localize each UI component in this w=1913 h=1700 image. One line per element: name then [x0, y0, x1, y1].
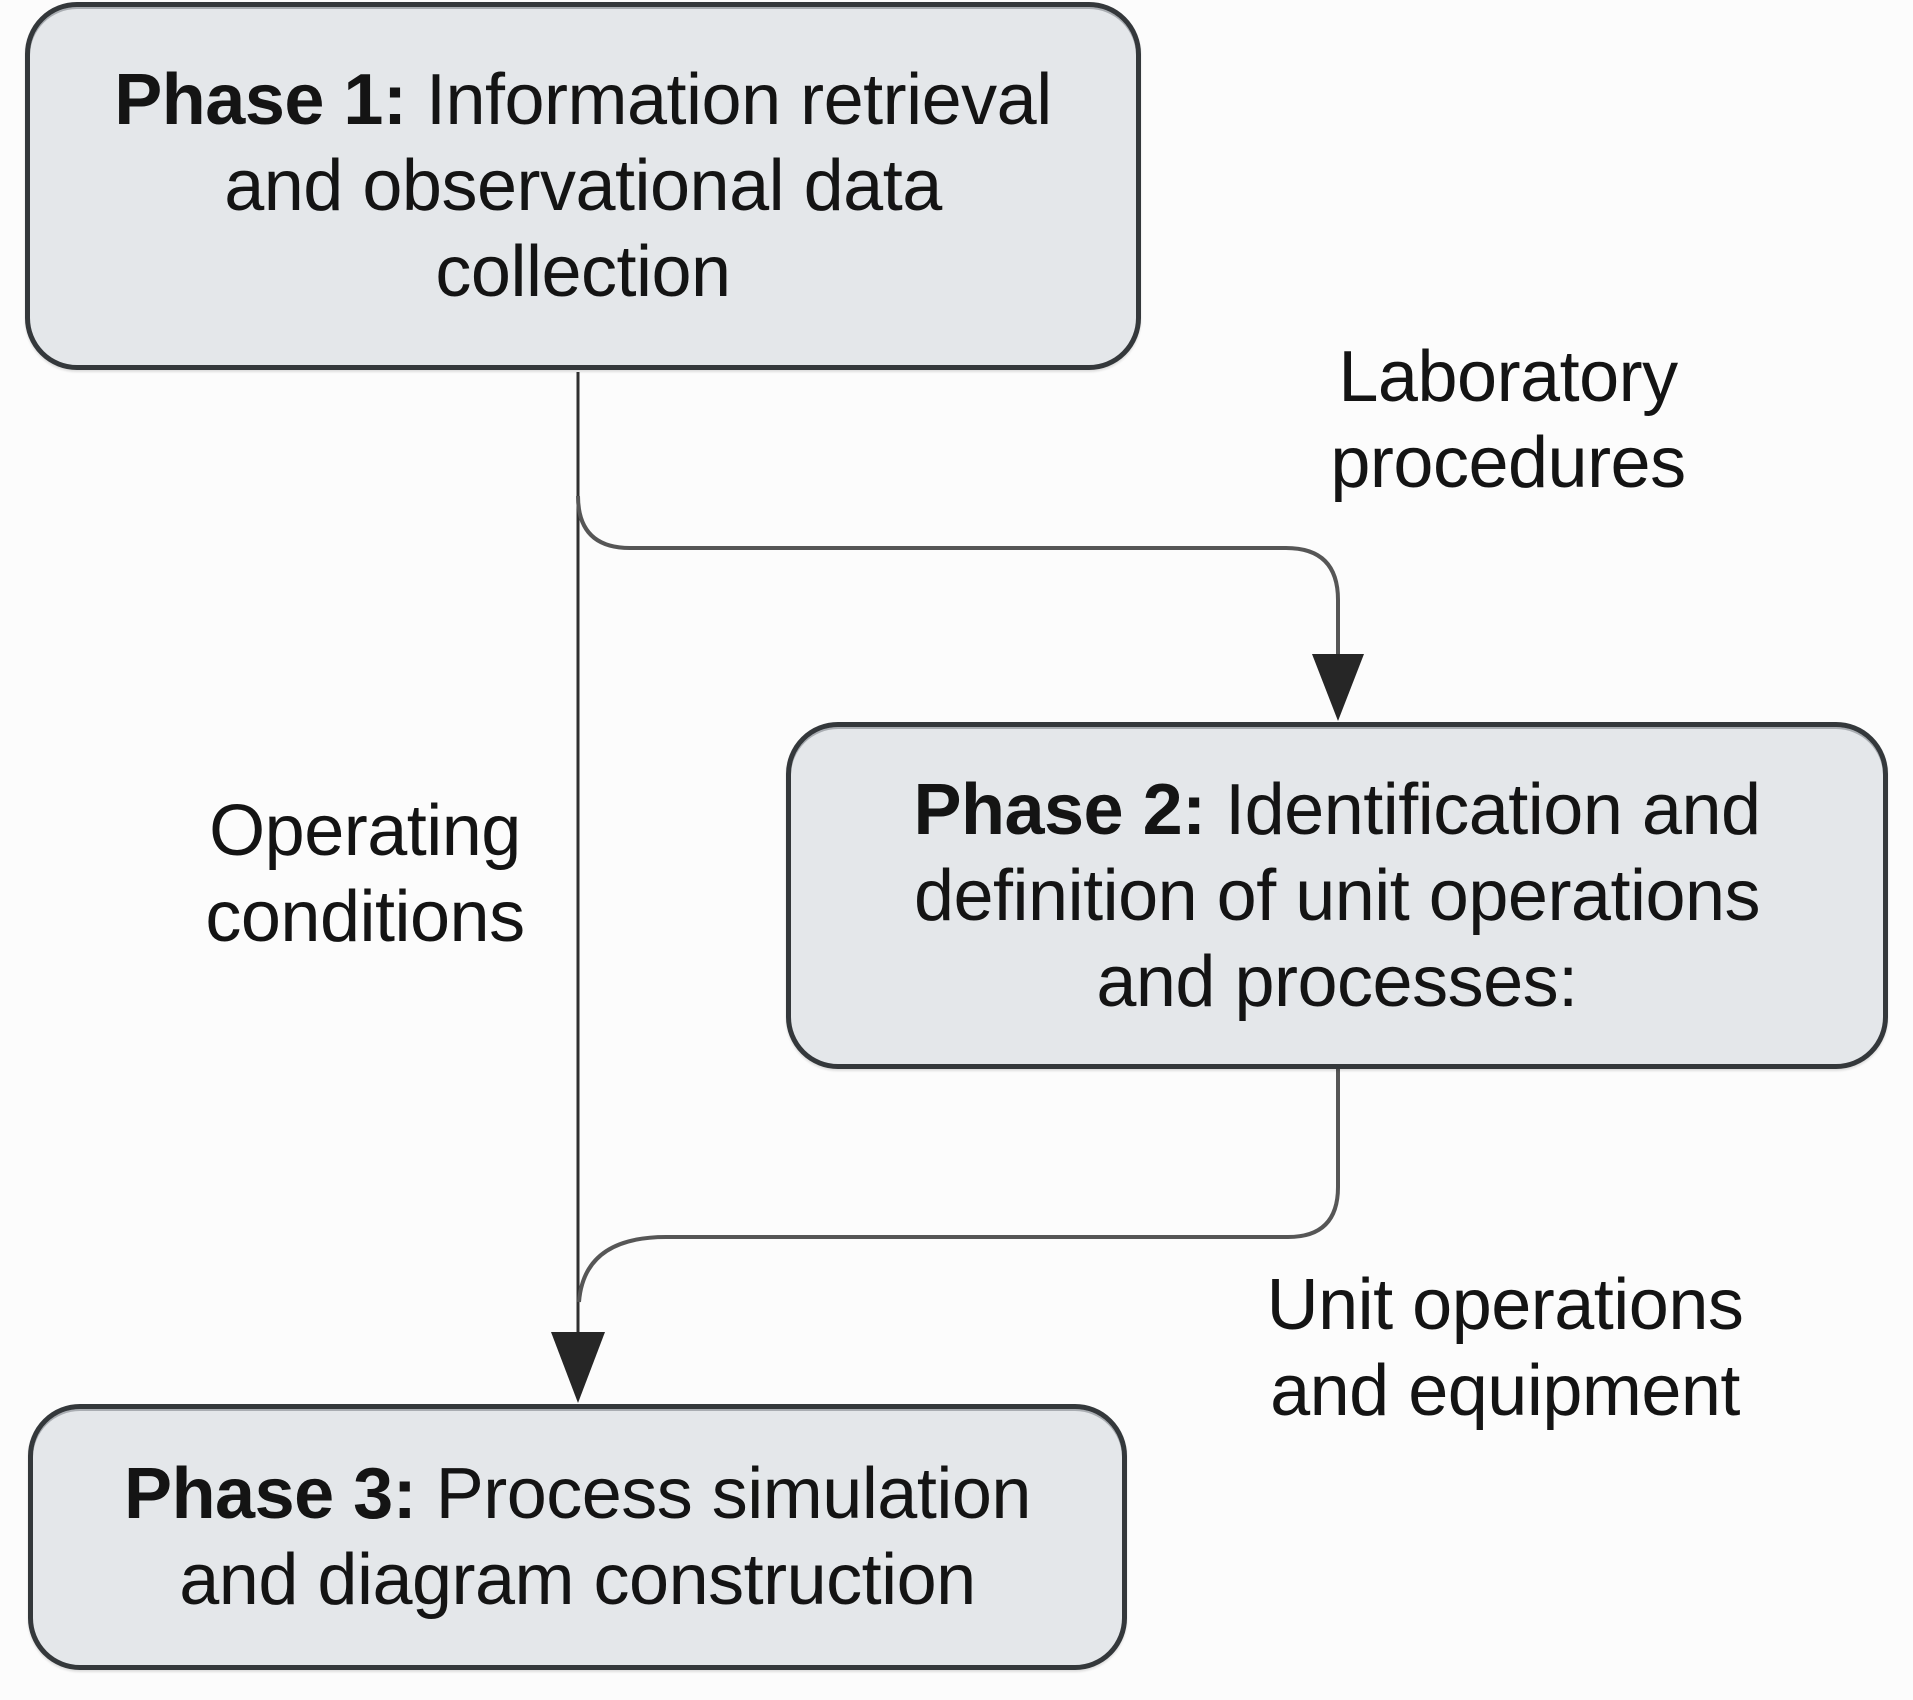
laboratory-label-line2: procedures	[1330, 423, 1686, 503]
phase1-line2: and observational data	[224, 146, 942, 226]
arrowhead-into-phase2	[1312, 654, 1364, 721]
arrowhead-into-phase3	[551, 1332, 605, 1403]
edge-phase2-phase3	[577, 1069, 1340, 1303]
phase3-line1: Process simulation	[416, 1454, 1032, 1534]
phase2-line1: Identification and	[1205, 769, 1761, 850]
phase3-line2: and diagram construction	[179, 1540, 976, 1620]
operating-label-line1: Operating	[209, 791, 521, 871]
phase1-node-text: Phase 1: Information retrieval and obser…	[114, 57, 1052, 315]
phase1-line1: Information retrieval	[406, 60, 1052, 140]
edge-label-operating-conditions: Operating conditions	[115, 788, 615, 960]
unit-label-line2: and equipment	[1270, 1351, 1740, 1431]
phase1-line3: collection	[435, 232, 731, 312]
phase2-prefix: Phase 2:	[913, 769, 1206, 850]
phase1-prefix: Phase 1:	[114, 60, 407, 140]
edge-label-laboratory-procedures: Laboratory procedures	[1258, 334, 1758, 506]
phase2-line3: and processes:	[1096, 941, 1578, 1022]
edge-label-unit-operations-equipment: Unit operations and equipment	[1255, 1262, 1755, 1434]
unit-label-line1: Unit operations	[1266, 1265, 1744, 1345]
phase3-node-text: Phase 3: Process simulation and diagram …	[124, 1451, 1031, 1623]
operating-label-line2: conditions	[205, 877, 525, 957]
phase3-node: Phase 3: Process simulation and diagram …	[28, 1404, 1127, 1670]
edge-phase1-phase3	[551, 372, 605, 1403]
phase2-node-text: Phase 2: Identification and definition o…	[913, 767, 1761, 1025]
phase1-node: Phase 1: Information retrieval and obser…	[25, 2, 1141, 370]
laboratory-label-line1: Laboratory	[1338, 337, 1678, 417]
phase3-prefix: Phase 3:	[124, 1454, 417, 1534]
phase2-node: Phase 2: Identification and definition o…	[786, 722, 1888, 1069]
edge-phase1-phase2	[576, 495, 1364, 721]
phase2-line2: definition of unit operations	[913, 855, 1761, 936]
